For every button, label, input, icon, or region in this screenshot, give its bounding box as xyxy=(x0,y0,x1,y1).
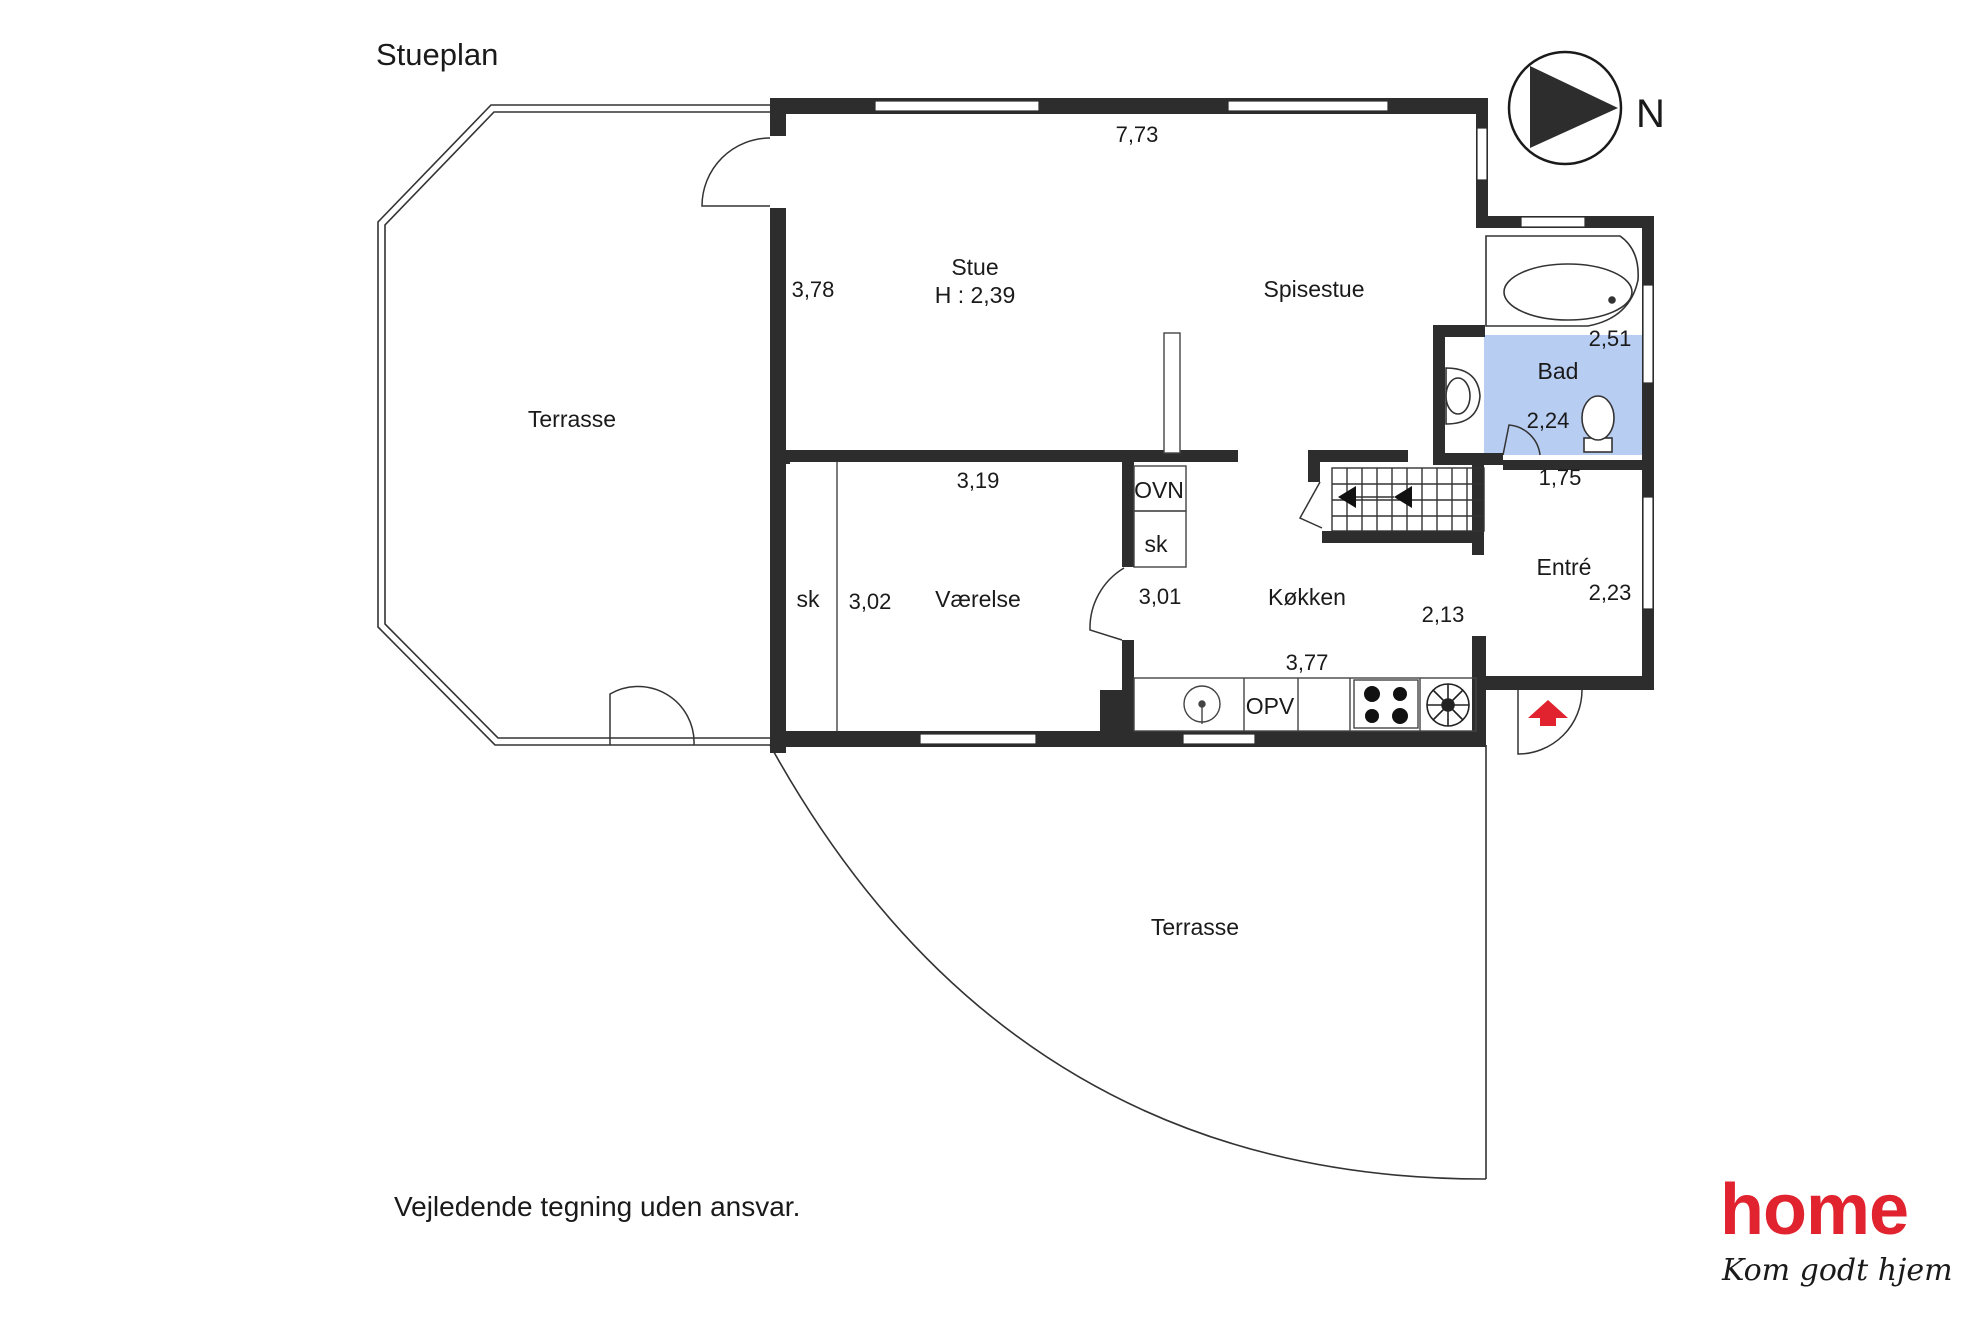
label-opv: OPV xyxy=(1246,693,1295,719)
label-bad: Bad xyxy=(1538,358,1579,384)
dim-vaerelse-width: 3,19 xyxy=(957,468,1000,493)
wall-vaerelse-east-upper xyxy=(1122,455,1134,567)
wall-entre-west-lower xyxy=(1472,636,1486,746)
dim-bad-width: 2,24 xyxy=(1527,408,1570,433)
door-entrance xyxy=(1517,689,1583,755)
dim-koekken-width: 3,77 xyxy=(1286,650,1329,675)
wall-stue-vaerelse xyxy=(770,450,1238,462)
stair-arrow-icon-2 xyxy=(1394,486,1412,508)
label-terrasse-south: Terrasse xyxy=(1151,914,1239,940)
wall-vaerelse-corner xyxy=(1100,690,1134,745)
door-gap-west xyxy=(771,136,785,208)
bathroom-floor xyxy=(1484,335,1642,455)
label-koekken: Køkken xyxy=(1268,584,1346,610)
terrace-south xyxy=(769,744,1487,1180)
wall-entre-south xyxy=(1486,676,1654,690)
logo-wordmark: home xyxy=(1720,1170,1908,1250)
label-vaerelse: Værelse xyxy=(935,586,1021,612)
door-stue-terrace xyxy=(701,137,771,207)
terrace-south-arc xyxy=(769,744,1487,1180)
kitchen-closet xyxy=(1133,510,1187,568)
bathroom-fixtures xyxy=(1445,235,1639,453)
stove-burner xyxy=(1392,708,1408,724)
label-spisestue: Spisestue xyxy=(1263,276,1364,302)
washbasin-bowl xyxy=(1445,377,1471,415)
dim-vaerelse-depth: 3,02 xyxy=(849,589,892,614)
dim-entre-width: 1,75 xyxy=(1539,465,1582,490)
fan-spokes xyxy=(1427,684,1469,726)
label-stue: Stue xyxy=(951,254,998,280)
door-bath xyxy=(1502,424,1541,456)
wall-entre-north xyxy=(1503,460,1654,470)
plan-title: Stueplan xyxy=(376,37,498,72)
label-stue-height: H : 2,39 xyxy=(935,282,1016,308)
divider-post xyxy=(1163,332,1181,454)
window-bath-north xyxy=(1520,216,1586,228)
wall-west-upper xyxy=(770,98,786,136)
wall-vaerelse-closet-top xyxy=(786,462,790,464)
stair-arrow-icon xyxy=(1338,486,1356,508)
home-logo: home Kom godt hjem xyxy=(1720,1170,1953,1288)
dim-hall-width: 2,13 xyxy=(1422,602,1465,627)
window-kitchen-south xyxy=(1182,733,1256,745)
north-compass: N xyxy=(1507,50,1665,166)
wall-stair-top xyxy=(1308,450,1408,462)
counter-outline xyxy=(1133,677,1477,732)
terrace-west xyxy=(377,104,770,746)
stove-burner xyxy=(1393,687,1407,701)
dim-stue-width: 7,73 xyxy=(1116,122,1159,147)
window-north-1 xyxy=(874,100,1040,112)
wall-stair-west xyxy=(1308,450,1320,482)
disclaimer-text: Vejledende tegning uden ansvar. xyxy=(394,1191,800,1222)
wall-bath-west xyxy=(1433,325,1445,455)
window-east-stue xyxy=(1476,127,1488,181)
wall-entre-west-upper xyxy=(1472,465,1484,555)
dim-entre-depth: 2,23 xyxy=(1589,580,1632,605)
extractor-fan-icon xyxy=(1426,683,1470,727)
terrace-west-inner xyxy=(384,111,770,739)
windows xyxy=(771,100,1654,745)
window-entre-east xyxy=(1642,496,1654,610)
dim-bad-depth: 2,51 xyxy=(1589,326,1632,351)
door-vaerelse xyxy=(1089,567,1125,641)
compass-label: N xyxy=(1636,92,1665,136)
terrace-west-outer xyxy=(377,104,770,746)
doors xyxy=(609,137,1583,755)
window-north-2 xyxy=(1227,100,1389,112)
wall-stair-bottom xyxy=(1322,531,1472,543)
compass-needle xyxy=(1530,66,1618,148)
bathtub-basin xyxy=(1503,263,1633,321)
logo-tagline: Kom godt hjem xyxy=(1721,1253,1953,1288)
label-skab-vaerelse: sk xyxy=(797,586,821,612)
wall-bath-south xyxy=(1433,453,1503,465)
label-entre: Entré xyxy=(1537,554,1592,580)
door-stair xyxy=(1298,481,1323,529)
entrance-arrow-icon xyxy=(1528,700,1568,726)
stove-burner xyxy=(1365,709,1379,723)
kitchen-tall-cabinets xyxy=(1133,465,1187,568)
label-terrasse-west: Terrasse xyxy=(528,406,616,432)
stove-burner xyxy=(1364,686,1380,702)
toilet-icon xyxy=(1581,395,1615,441)
dim-stue-depth: 3,78 xyxy=(792,277,835,302)
wall-west-lower xyxy=(770,208,786,753)
kitchen-counter xyxy=(1133,677,1477,732)
window-bath-east xyxy=(1642,284,1654,384)
label-skab-kitchen: sk xyxy=(1145,531,1169,557)
dim-koekken-depth: 3,01 xyxy=(1139,584,1182,609)
label-ovn: OVN xyxy=(1134,477,1184,503)
window-vaerelse-south xyxy=(919,733,1037,745)
wall-bath-step xyxy=(1433,325,1485,337)
door-terrace-south xyxy=(609,685,695,746)
bathtub-drain xyxy=(1608,296,1616,304)
stove-body xyxy=(1353,679,1419,729)
staircase xyxy=(1331,467,1485,532)
stove-icon xyxy=(1353,679,1419,729)
